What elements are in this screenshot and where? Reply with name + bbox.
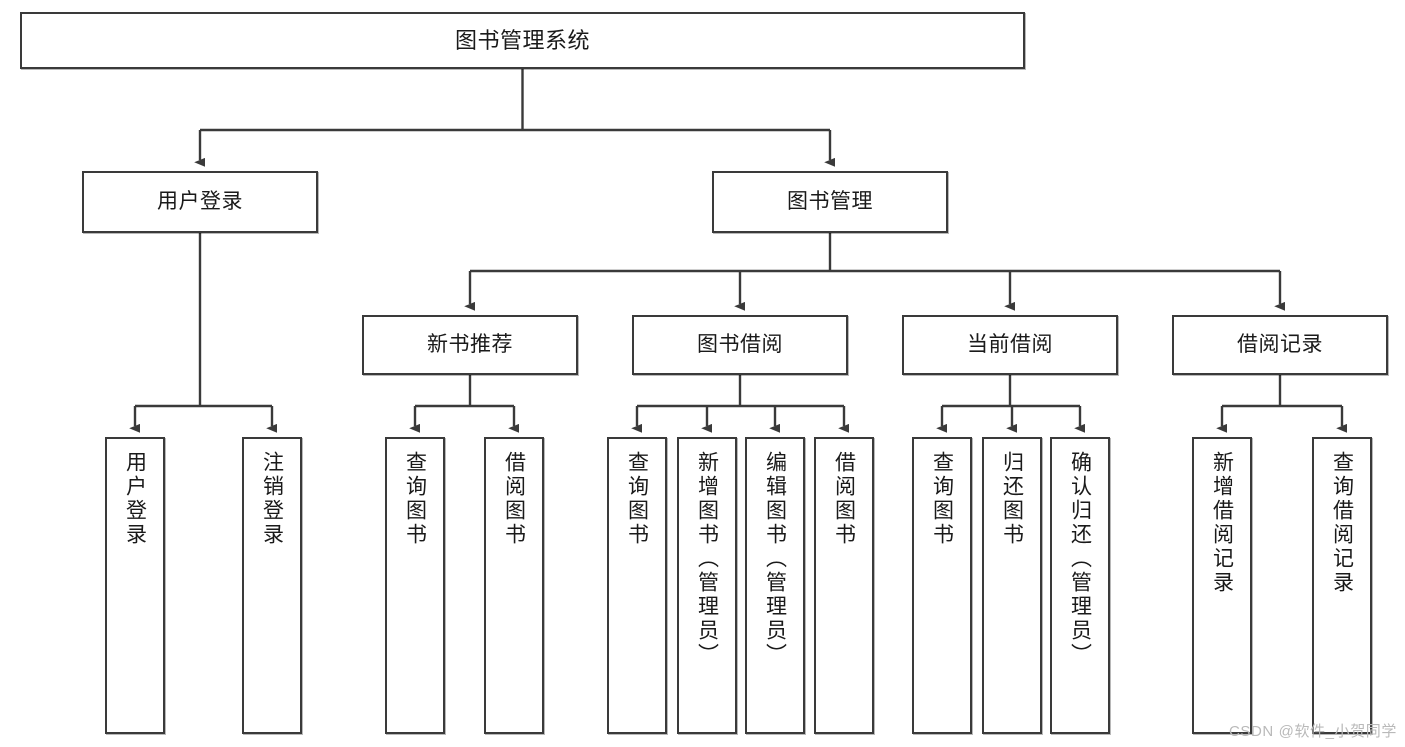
- node-current-borrow[interactable]: 当前借阅: [902, 315, 1118, 375]
- node-label-book-manage: 图书管理: [787, 189, 873, 213]
- node-leaf-rec-query[interactable]: 查询图书: [385, 437, 445, 734]
- node-borrow-record[interactable]: 借阅记录: [1172, 315, 1388, 375]
- node-label-leaf-cb-confirm: 确认归还（管理员）: [1068, 451, 1092, 667]
- node-leaf-bb-add[interactable]: 新增图书（管理员）: [677, 437, 737, 734]
- node-user-login[interactable]: 用户登录: [82, 171, 318, 233]
- node-label-leaf-bb-add: 新增图书（管理员）: [695, 451, 719, 667]
- node-leaf-bb-edit[interactable]: 编辑图书（管理员）: [745, 437, 805, 734]
- node-label-leaf-br-query: 查询借阅记录: [1330, 451, 1354, 595]
- node-leaf-cb-query[interactable]: 查询图书: [912, 437, 972, 734]
- node-new-book-rec[interactable]: 新书推荐: [362, 315, 578, 375]
- node-leaf-bb-borrow[interactable]: 借阅图书: [814, 437, 874, 734]
- node-book-manage[interactable]: 图书管理: [712, 171, 948, 233]
- node-label-leaf-bb-query: 查询图书: [625, 451, 649, 547]
- node-label-root: 图书管理系统: [454, 27, 590, 53]
- node-label-leaf-cb-return: 归还图书: [1000, 451, 1024, 547]
- node-label-borrow-record: 借阅记录: [1237, 332, 1323, 356]
- node-leaf-bb-query[interactable]: 查询图书: [607, 437, 667, 734]
- node-leaf-br-add[interactable]: 新增借阅记录: [1192, 437, 1252, 734]
- node-leaf-user-logout[interactable]: 注销登录: [242, 437, 302, 734]
- node-leaf-user-login[interactable]: 用户登录: [105, 437, 165, 734]
- node-label-new-book-rec: 新书推荐: [427, 332, 513, 356]
- node-label-leaf-rec-borrow: 借阅图书: [502, 451, 526, 547]
- node-label-user-login: 用户登录: [157, 189, 243, 213]
- node-label-leaf-cb-query: 查询图书: [930, 451, 954, 547]
- node-label-leaf-bb-edit: 编辑图书（管理员）: [763, 451, 787, 667]
- node-label-leaf-bb-borrow: 借阅图书: [832, 451, 856, 547]
- node-leaf-rec-borrow[interactable]: 借阅图书: [484, 437, 544, 734]
- csdn-watermark: CSDN @软件_小贺同学: [1228, 723, 1397, 740]
- node-leaf-cb-confirm[interactable]: 确认归还（管理员）: [1050, 437, 1110, 734]
- node-label-leaf-user-login: 用户登录: [123, 451, 147, 547]
- node-label-leaf-rec-query: 查询图书: [403, 451, 427, 547]
- node-label-book-borrow: 图书借阅: [697, 332, 783, 356]
- node-label-leaf-br-add: 新增借阅记录: [1210, 451, 1234, 595]
- node-root[interactable]: 图书管理系统: [20, 12, 1025, 69]
- node-label-current-borrow: 当前借阅: [967, 332, 1053, 356]
- node-leaf-cb-return[interactable]: 归还图书: [982, 437, 1042, 734]
- node-book-borrow[interactable]: 图书借阅: [632, 315, 848, 375]
- node-label-leaf-user-logout: 注销登录: [260, 451, 284, 547]
- node-leaf-br-query[interactable]: 查询借阅记录: [1312, 437, 1372, 734]
